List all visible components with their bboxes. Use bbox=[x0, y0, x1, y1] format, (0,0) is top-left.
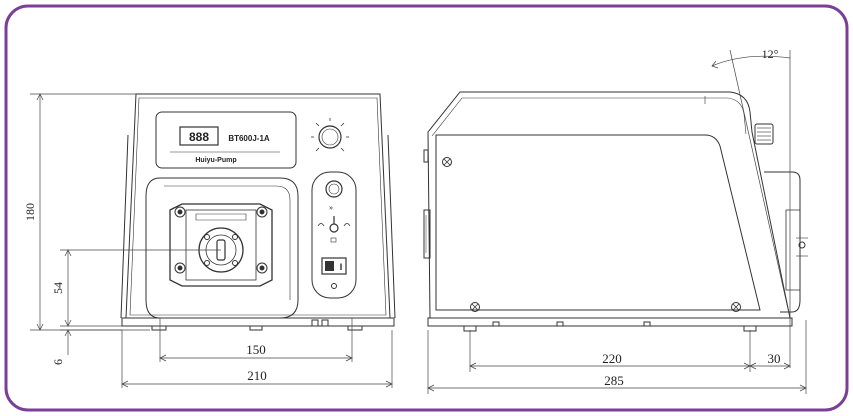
height-dim-label: 180 bbox=[23, 203, 37, 221]
side-dimensions bbox=[427, 49, 807, 394]
front-foot-left bbox=[151, 325, 167, 331]
rotor-bolt-3 bbox=[204, 260, 210, 266]
prime-icon bbox=[330, 237, 337, 243]
side-housing bbox=[427, 91, 791, 319]
foot-dim-label: 6 bbox=[51, 359, 65, 365]
speed-knob-icon[interactable] bbox=[318, 125, 342, 149]
fuse-icon bbox=[331, 283, 337, 289]
back-connector-1 bbox=[423, 149, 429, 163]
side-port-1 bbox=[492, 321, 500, 327]
front-offset-dim-label: 30 bbox=[768, 351, 781, 366]
rotor-bolt-4 bbox=[232, 260, 238, 266]
pump-head-window bbox=[185, 209, 257, 281]
label-panel bbox=[155, 111, 297, 169]
inner-width-dim-label: 150 bbox=[246, 342, 266, 357]
pump-clamp bbox=[195, 213, 247, 221]
front-foot-right bbox=[347, 325, 363, 331]
pump-head-inner bbox=[164, 185, 291, 300]
side-housing-inner bbox=[431, 97, 747, 137]
left-rib bbox=[120, 134, 129, 319]
front-base bbox=[121, 317, 395, 327]
run-button-inner bbox=[328, 183, 340, 195]
power-switch-label: I bbox=[340, 262, 343, 272]
rotor-bolt-2 bbox=[232, 234, 238, 240]
ccw-arrow-icon bbox=[317, 223, 325, 227]
angle-dim-label: 12° bbox=[762, 47, 779, 61]
side-panel bbox=[435, 134, 761, 311]
speed-knob-ticks bbox=[311, 118, 349, 152]
front-housing-inner bbox=[129, 97, 387, 316]
drawing-frame bbox=[4, 4, 849, 412]
side-view bbox=[423, 91, 808, 332]
pump-head-plate bbox=[169, 203, 273, 287]
side-port-3 bbox=[643, 321, 651, 327]
model-label: BT600J-1A bbox=[228, 134, 270, 143]
direction-toggle-icon[interactable] bbox=[329, 223, 339, 233]
run-button-icon[interactable] bbox=[325, 180, 343, 198]
depth-dim-label: 285 bbox=[604, 373, 624, 388]
front-dimensions bbox=[30, 93, 393, 388]
side-screws bbox=[442, 157, 741, 312]
power-switch[interactable] bbox=[321, 257, 347, 275]
cw-arrow-icon bbox=[343, 223, 351, 227]
right-rib bbox=[387, 134, 396, 319]
side-base bbox=[427, 317, 793, 327]
side-pump-shaft bbox=[798, 241, 806, 249]
pump-head-housing bbox=[145, 177, 299, 319]
front-view: » bbox=[120, 93, 396, 331]
front-foot-center bbox=[249, 325, 263, 331]
display-digits: 888 bbox=[189, 130, 209, 144]
power-switch-rocker bbox=[325, 261, 334, 271]
shaft-height-dim-label: 54 bbox=[51, 282, 65, 294]
side-port-2 bbox=[556, 321, 564, 327]
depth-inner-dim-label: 220 bbox=[602, 351, 622, 366]
side-knob-icon bbox=[754, 123, 774, 145]
pump-screws bbox=[174, 206, 268, 274]
side-pump-plate bbox=[785, 209, 801, 291]
direction-arrow-icon: » bbox=[329, 203, 333, 212]
speed-knob-inner bbox=[321, 128, 339, 146]
rotor-bolt-1 bbox=[204, 234, 210, 240]
width-dim-label: 210 bbox=[247, 368, 267, 383]
side-pump-head bbox=[764, 171, 801, 313]
front-port-2 bbox=[321, 319, 329, 327]
brand-label: Huiyu-Pump bbox=[195, 157, 236, 164]
digital-display bbox=[179, 126, 219, 146]
control-panel bbox=[311, 171, 357, 299]
side-knob-grip bbox=[757, 127, 771, 141]
back-connector-2 bbox=[423, 209, 431, 259]
front-housing bbox=[125, 93, 391, 319]
front-port-1 bbox=[311, 319, 319, 327]
